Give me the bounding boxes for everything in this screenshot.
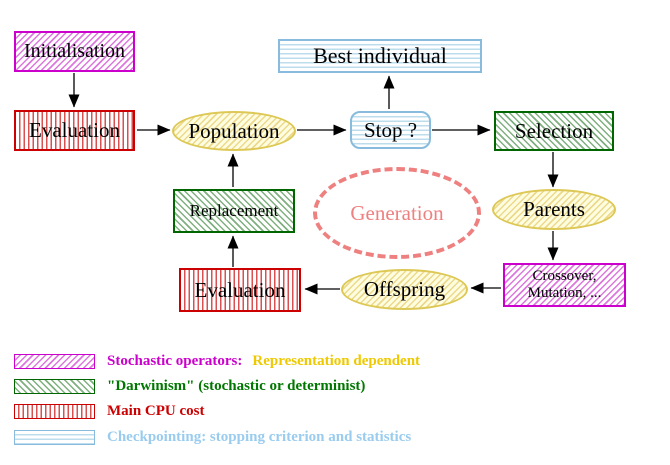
magenta-hatch-swatch bbox=[14, 354, 95, 369]
node-initialisation: Initialisation bbox=[14, 31, 135, 72]
red-stripe-swatch bbox=[14, 404, 95, 419]
node-parents: Parents bbox=[492, 189, 616, 230]
crossover-line2: Mutation, ... bbox=[527, 285, 602, 301]
node-best-individual: Best individual bbox=[278, 39, 482, 73]
legend-label: Stochastic operators: Representation depe… bbox=[107, 353, 420, 370]
legend-row-stochastic-operators: Stochastic operators: Representation depe… bbox=[14, 353, 420, 370]
legend-stochastic-operators-text: Stochastic operators: bbox=[107, 353, 243, 369]
legend-cpu-cost-text: Main CPU cost bbox=[107, 403, 205, 419]
node-population: Population bbox=[172, 111, 296, 151]
legend-row-darwinism: "Darwinism" (stochastic or determinist) bbox=[14, 378, 365, 395]
node-evaluation-top: Evaluation bbox=[14, 110, 135, 151]
legend-darwinism-text: "Darwinism" (stochastic or determinist) bbox=[107, 378, 366, 394]
crossover-line1: Crossover, bbox=[532, 268, 597, 284]
generation-loop-ellipse: Generation bbox=[313, 167, 481, 259]
node-evaluation-bottom: Evaluation bbox=[179, 268, 301, 312]
green-hatch-swatch bbox=[14, 379, 95, 394]
node-stop: Stop ? bbox=[350, 111, 431, 149]
legend-row-checkpointing: Checkpointing: stopping criterion and st… bbox=[14, 429, 411, 446]
node-crossover-mutation: Crossover, Mutation, ... bbox=[503, 263, 626, 307]
legend-row-cpu-cost: Main CPU cost bbox=[14, 403, 205, 420]
legend-checkpointing-text: Checkpointing: stopping criterion and st… bbox=[107, 429, 412, 445]
node-selection: Selection bbox=[494, 111, 614, 151]
node-offspring: Offspring bbox=[341, 269, 468, 310]
legend-representation-dependent-text: Representation dependent bbox=[252, 353, 421, 369]
node-replacement: Replacement bbox=[173, 189, 295, 233]
cyan-stripe-swatch bbox=[14, 430, 95, 445]
